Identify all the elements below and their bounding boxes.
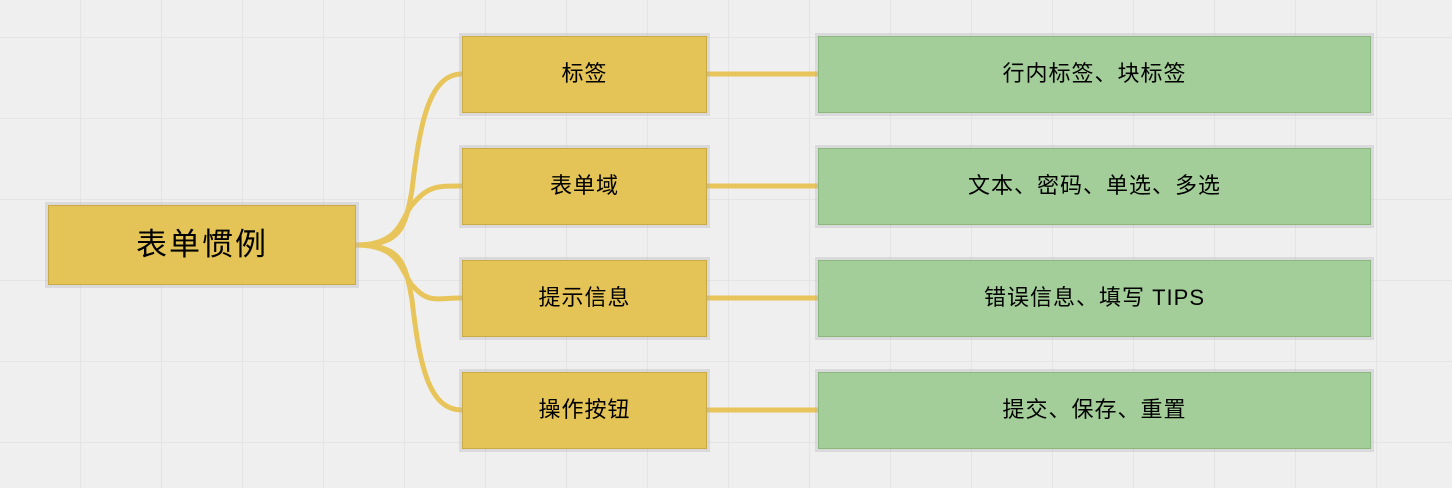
edge-root-to-branch-3 bbox=[353, 242, 465, 302]
branch-node-action-button-text: 操作按钮 bbox=[538, 397, 631, 423]
branch-node-hint-info-text: 提示信息 bbox=[538, 285, 631, 311]
branch-node-action-button[interactable]: 操作按钮 bbox=[462, 372, 707, 449]
leaf-node-label-types-text: 行内标签、块标签 bbox=[1002, 61, 1187, 87]
edge-root-to-branch-2 bbox=[353, 183, 465, 248]
leaf-node-hint-info-types-text: 错误信息、填写 TIPS bbox=[983, 285, 1205, 311]
edge-root-to-branch-4 bbox=[353, 242, 465, 413]
leaf-node-form-field-types-text: 文本、密码、单选、多选 bbox=[967, 173, 1221, 199]
edge-root-to-branch-1 bbox=[353, 71, 465, 248]
leaf-node-action-button-types[interactable]: 提交、保存、重置 bbox=[818, 372, 1371, 449]
leaf-node-form-field-types[interactable]: 文本、密码、单选、多选 bbox=[818, 148, 1371, 225]
branch-node-label-text: 标签 bbox=[561, 61, 608, 87]
leaf-node-action-button-types-text: 提交、保存、重置 bbox=[1002, 397, 1187, 423]
branch-node-form-field-text: 表单域 bbox=[549, 173, 619, 199]
branch-node-form-field[interactable]: 表单域 bbox=[462, 148, 707, 225]
root-node-label: 表单惯例 bbox=[136, 226, 268, 262]
branch-node-label[interactable]: 标签 bbox=[462, 36, 707, 113]
leaf-node-hint-info-types[interactable]: 错误信息、填写 TIPS bbox=[818, 260, 1371, 337]
branch-node-hint-info[interactable]: 提示信息 bbox=[462, 260, 707, 337]
root-node[interactable]: 表单惯例 bbox=[48, 205, 356, 285]
leaf-node-label-types[interactable]: 行内标签、块标签 bbox=[818, 36, 1371, 113]
